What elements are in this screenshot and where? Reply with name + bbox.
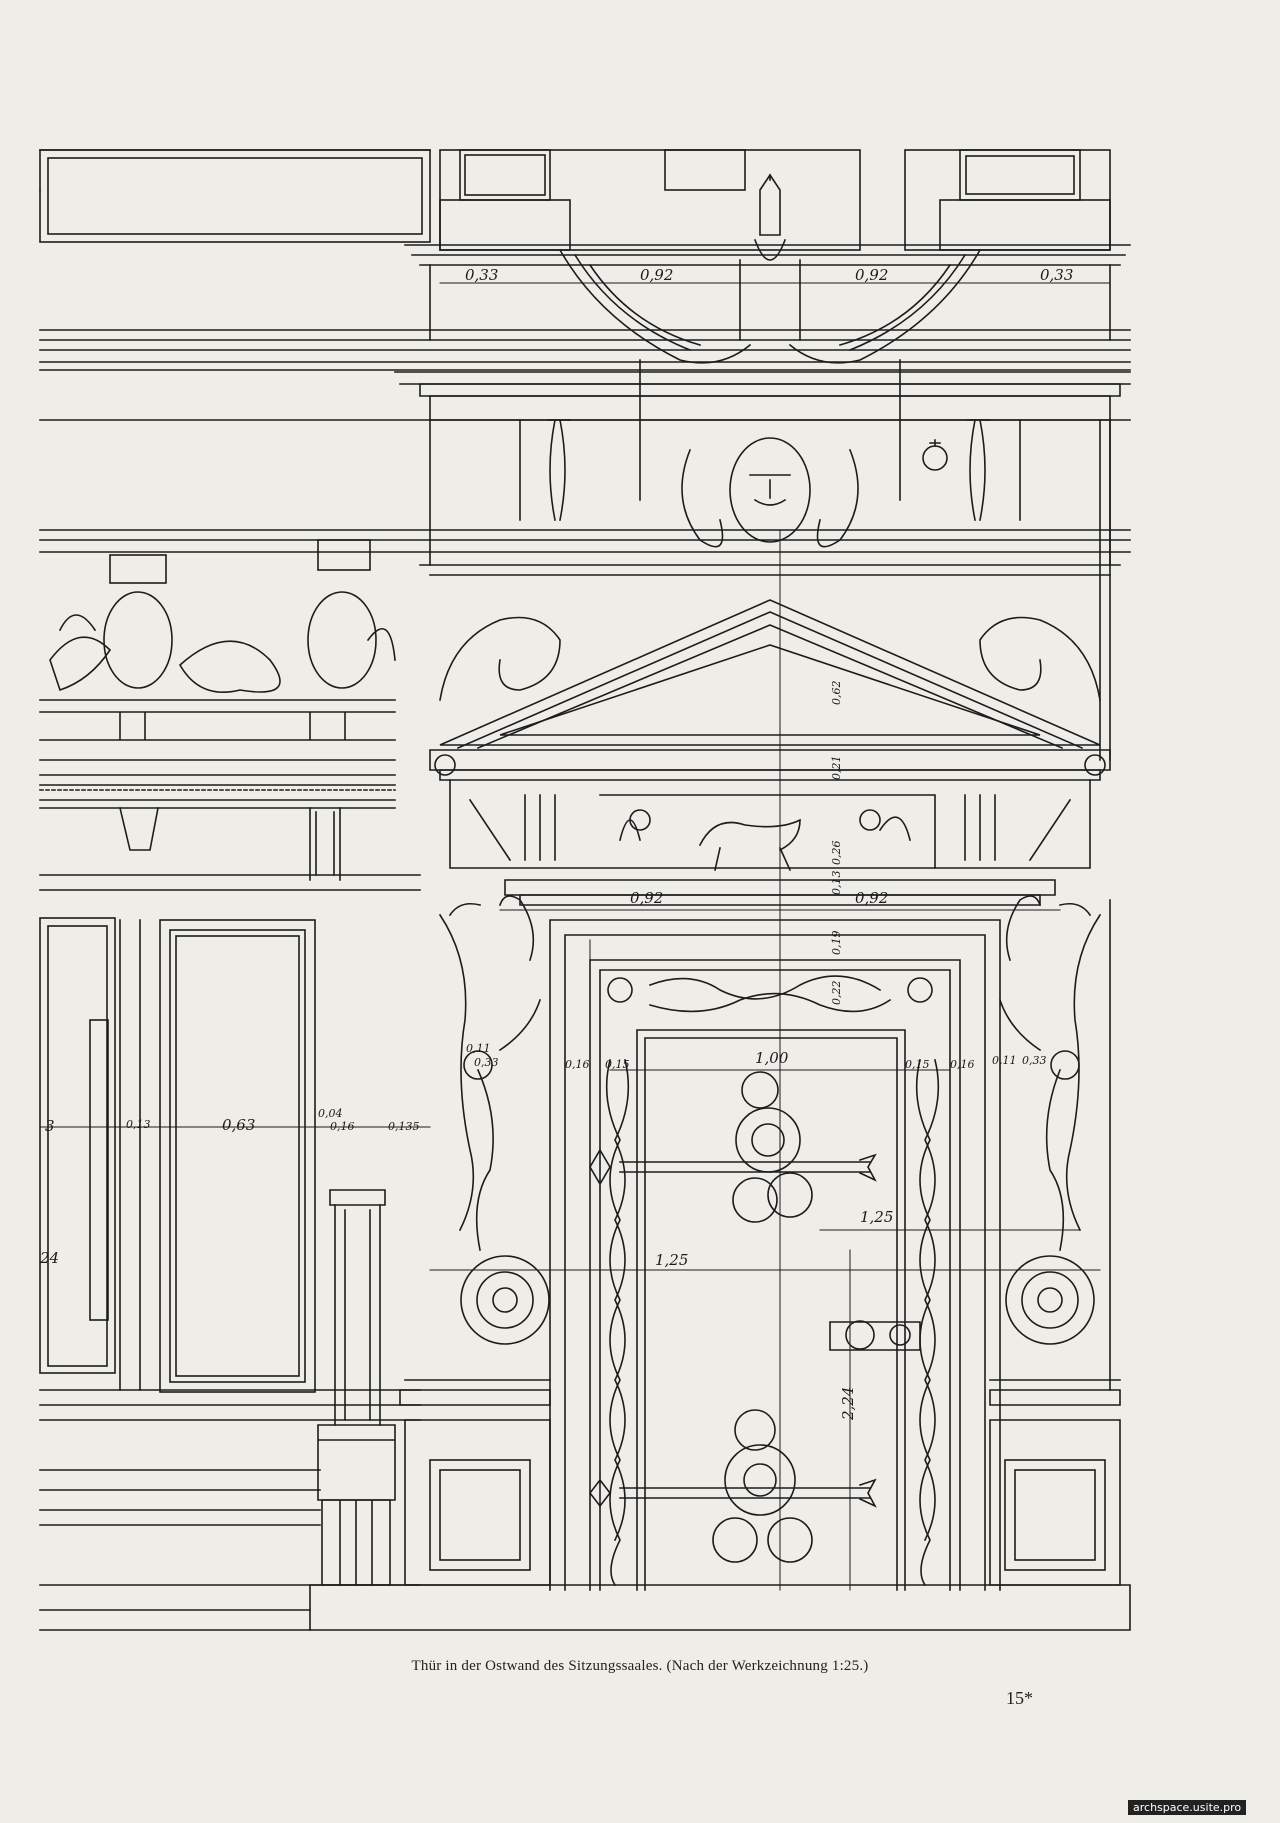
dim-panel-gap-b: 0,16 xyxy=(330,1120,355,1133)
dimension-lines xyxy=(39,282,1111,1591)
dim-cornice-mid-right: 0,92 xyxy=(855,266,888,284)
left-eagle-balustrade xyxy=(39,539,396,741)
door-lintel-ornament xyxy=(607,975,933,1013)
dim-frieze-2: 0,26 xyxy=(830,841,843,866)
dim-pediment-height: 0,62 xyxy=(830,681,843,706)
page-number: 15* xyxy=(1006,1688,1033,1708)
door-pediment xyxy=(429,599,1111,869)
dim-door-width: 1,00 xyxy=(755,1049,789,1067)
side-caryatid-figures xyxy=(438,895,1102,1345)
dim-panel-right: 0,135 xyxy=(388,1120,420,1133)
dim-jamb-right-a: 0,15 xyxy=(905,1058,930,1071)
dim-door-half-upper: 1,25 xyxy=(860,1208,893,1226)
dim-door-half-lower: 1,25 xyxy=(655,1251,688,1269)
door-ironwork xyxy=(588,1071,921,1563)
dim-frieze-1: 0,21 xyxy=(830,756,843,781)
dim-jamb-left-a: 0,16 xyxy=(565,1058,590,1071)
dim-panel-mid: 0,63 xyxy=(222,1116,255,1134)
dim-panel-gap-a: 0,04 xyxy=(318,1107,343,1120)
dim-pilaster-left-b: 0,33 xyxy=(474,1056,499,1069)
left-wall-panels xyxy=(39,917,421,1586)
crown-and-eagle-ornament xyxy=(558,173,982,548)
dim-left-edge-b: 24 xyxy=(39,1249,59,1267)
watermark: archspace.usite.pro xyxy=(1128,1800,1247,1815)
dim-frieze-3: 0,13 xyxy=(830,871,843,896)
dim-cornice-left: 0,33 xyxy=(465,266,498,284)
left-pilaster xyxy=(317,1189,396,1586)
dim-pilaster-left-a: 0,11 xyxy=(466,1042,491,1055)
dim-cornice-mid-left: 0,92 xyxy=(640,266,673,284)
dim-pilaster-right-a: 0,11 xyxy=(992,1054,1017,1067)
figure-caption: Thür in der Ostwand des Sitzungssaales. … xyxy=(411,1658,869,1674)
dim-lintel-left: 0,92 xyxy=(630,889,663,907)
dim-jamb-left-b: 0,15 xyxy=(605,1058,630,1071)
dim-left-edge-a: 3 xyxy=(45,1117,55,1135)
dim-frieze-5: 0,22 xyxy=(830,981,843,1006)
plinth xyxy=(39,1584,1131,1631)
dim-jamb-right-b: 0,16 xyxy=(950,1058,975,1071)
pediment-scrolls xyxy=(434,616,1106,862)
dim-panel-left: 0,13 xyxy=(126,1118,151,1131)
upper-caryatid-figures xyxy=(547,419,991,521)
dim-door-height: 2,24 xyxy=(839,1387,857,1421)
dim-lintel-right: 0,92 xyxy=(855,889,888,907)
dim-frieze-4: 0,19 xyxy=(830,931,843,956)
dim-cornice-right: 0,33 xyxy=(1040,266,1073,284)
middle-frieze-band xyxy=(39,419,1131,576)
frieze-fauna-relief xyxy=(619,809,911,872)
right-outer-pilasters xyxy=(1099,419,1111,1391)
dim-pilaster-right-b: 0,33 xyxy=(1022,1054,1047,1067)
left-entablature xyxy=(39,759,421,891)
dimension-labels: 0,33 0,92 0,92 0,33 0,92 0,92 1,00 1,25 … xyxy=(39,266,1073,1421)
upper-wall-panels xyxy=(39,149,1111,251)
